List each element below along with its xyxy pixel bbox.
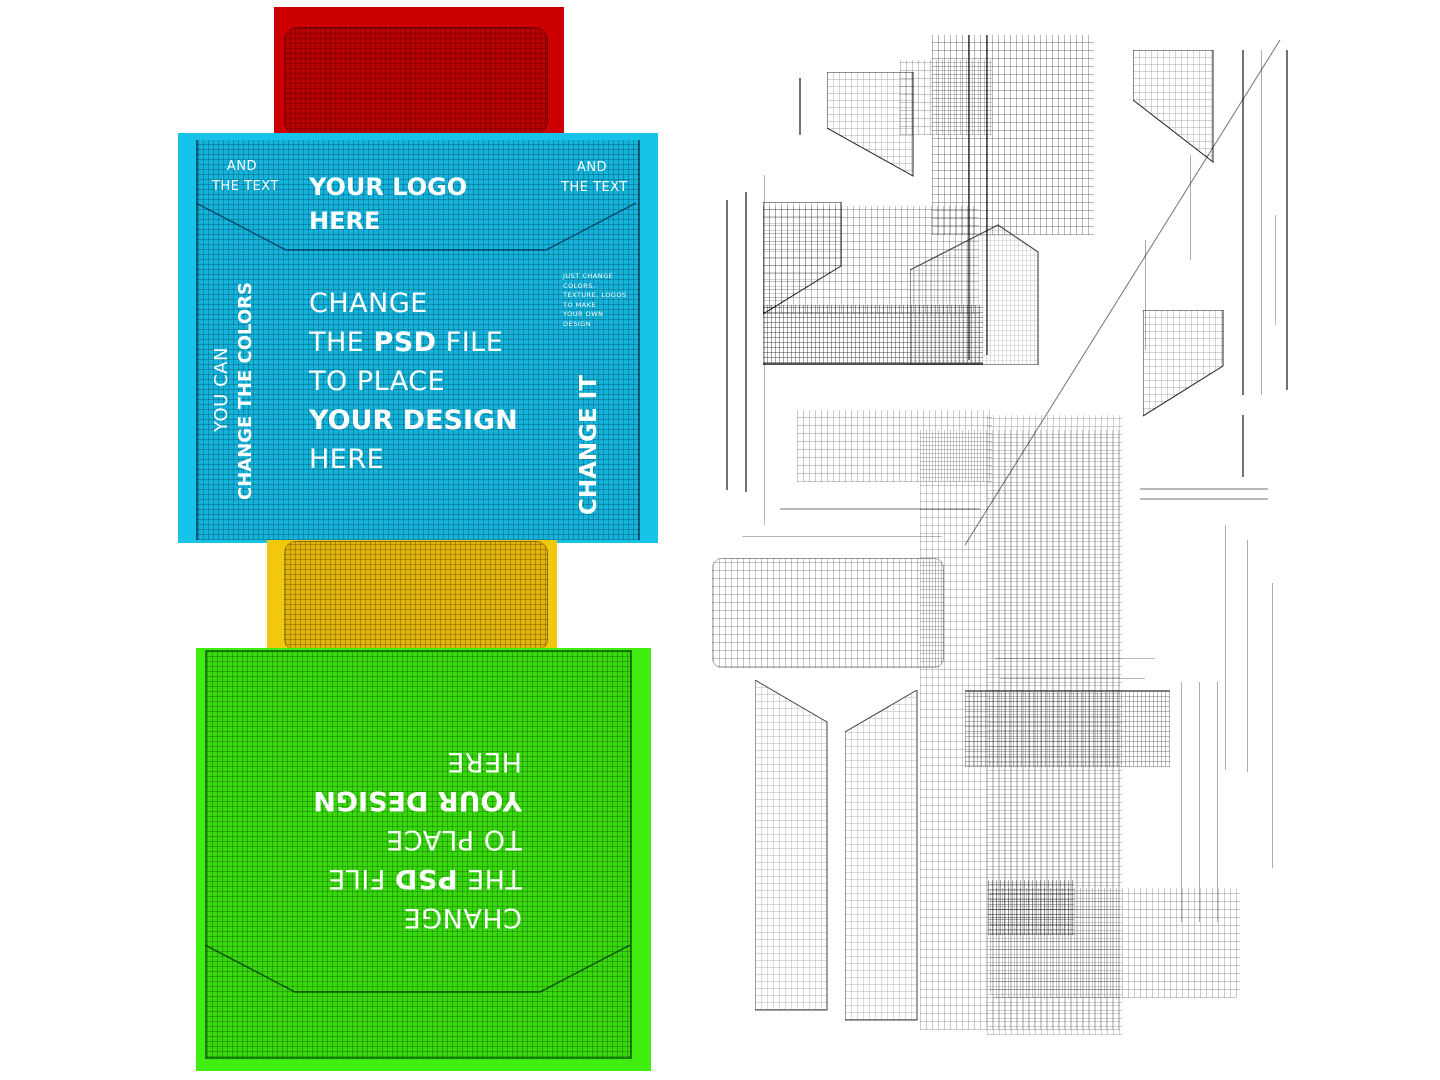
wire-rect-lower-mid bbox=[965, 690, 1170, 767]
wire-rect-center-tall bbox=[920, 430, 1120, 1030]
small-line2: COLORS, bbox=[563, 281, 596, 290]
wire-strip bbox=[1217, 682, 1218, 922]
design-line2-post: FILE bbox=[436, 327, 504, 358]
wire-strip bbox=[1272, 583, 1273, 868]
wire-strip-horizontal bbox=[1140, 498, 1268, 500]
green-line2-bold: PSD bbox=[394, 863, 458, 894]
left-vertical-line1: YOU CAN bbox=[211, 347, 232, 432]
small-instruction-text: JUST CHANGE COLORS, TEXTURE, LOGOS TO MA… bbox=[563, 272, 627, 329]
wire-strip bbox=[745, 192, 747, 492]
design-line2: THE PSD FILE bbox=[309, 323, 518, 362]
wire-rect-lower-dense bbox=[988, 880, 1074, 935]
logo-line1: YOUR LOGO bbox=[309, 173, 468, 201]
top-right-label: AND THE TEXT bbox=[561, 158, 628, 198]
small-line5: YOUR OWN bbox=[563, 310, 604, 318]
wire-trapezoid-3 bbox=[1143, 310, 1224, 417]
wire-strip-horizontal bbox=[780, 508, 980, 510]
left-vertical-text: YOU CAN CHANGE THE COLORS bbox=[210, 282, 258, 500]
wire-trapezoid-4 bbox=[763, 202, 842, 315]
wire-strip bbox=[1225, 525, 1226, 770]
wireframe-uv-layout bbox=[700, 30, 1400, 1060]
top-left-label-line2: THE TEXT bbox=[212, 179, 279, 194]
wire-strip bbox=[1247, 540, 1248, 772]
wire-strip bbox=[799, 78, 801, 135]
wire-trapezoid-2 bbox=[1133, 50, 1214, 164]
small-line4: TO MAKE bbox=[563, 300, 597, 309]
wire-strip bbox=[1145, 240, 1146, 350]
wire-strip bbox=[1199, 682, 1200, 922]
top-right-label-line1: AND bbox=[576, 160, 608, 175]
top-left-label: AND THE TEXT bbox=[212, 157, 279, 197]
wire-house-shape bbox=[910, 224, 1039, 365]
top-left-label-line1: AND bbox=[226, 159, 258, 174]
green-line1: CHANGE bbox=[403, 902, 522, 933]
design-line3: TO PLACE bbox=[309, 366, 446, 397]
design-line1: CHANGE bbox=[309, 288, 428, 319]
wire-strip bbox=[1261, 50, 1262, 395]
wire-strip-horizontal bbox=[1140, 488, 1268, 490]
green-flap-outline bbox=[205, 944, 630, 993]
green-line2-post: FILE bbox=[327, 863, 395, 894]
wire-rect-top-left bbox=[900, 60, 992, 135]
blue-flap-outline bbox=[196, 202, 636, 251]
yellow-panel-mesh bbox=[284, 541, 548, 651]
logo-line2: HERE bbox=[309, 207, 381, 235]
wire-strip bbox=[1286, 50, 1288, 390]
wire-strip-horizontal bbox=[742, 536, 942, 537]
wire-column-left bbox=[755, 680, 828, 1011]
wire-strip bbox=[1242, 50, 1244, 395]
right-vertical-text: CHANGE IT bbox=[576, 374, 602, 515]
wire-strip bbox=[764, 175, 765, 525]
wire-strip bbox=[1181, 682, 1182, 922]
wire-rect-center-column bbox=[987, 415, 1122, 1035]
wire-strip-horizontal bbox=[1000, 678, 1145, 679]
red-panel-mesh bbox=[284, 27, 548, 135]
top-right-label-line2: THE TEXT bbox=[561, 180, 628, 195]
green-line3: TO PLACE bbox=[385, 824, 522, 855]
green-panel-mesh bbox=[205, 650, 632, 1059]
wire-strip-horizontal bbox=[995, 658, 1155, 659]
design-line5: HERE bbox=[309, 444, 385, 475]
wire-column-right bbox=[845, 690, 918, 1021]
blue-panel-mesh bbox=[196, 140, 640, 540]
small-line3: TEXTURE, LOGOS bbox=[563, 291, 627, 299]
wire-rounded-rect bbox=[712, 558, 944, 668]
wire-rect-lower-right bbox=[990, 888, 1240, 998]
design-line4: YOUR DESIGN bbox=[309, 405, 518, 436]
green-line4: YOUR DESIGN bbox=[313, 785, 522, 816]
design-line2-bold: PSD bbox=[373, 327, 437, 358]
green-line2: THE PSD FILE bbox=[322, 859, 522, 898]
wire-vertical-bar-2 bbox=[986, 35, 988, 355]
wire-strip bbox=[1190, 155, 1191, 260]
small-line1: JUST CHANGE bbox=[563, 272, 614, 280]
design-line2-pre: THE bbox=[309, 327, 374, 358]
wire-strip bbox=[726, 200, 728, 490]
logo-placeholder: YOUR LOGO HERE bbox=[309, 170, 467, 238]
wire-strip bbox=[1242, 415, 1244, 477]
wire-diagonal-line bbox=[964, 39, 1281, 546]
upside-down-design-text: CHANGE THE PSD FILE TO PLACE YOUR DESIGN… bbox=[313, 742, 522, 937]
wire-strip bbox=[1275, 215, 1276, 325]
design-placeholder-text: CHANGE THE PSD FILE TO PLACE YOUR DESIGN… bbox=[309, 284, 518, 479]
wire-rect-top-center bbox=[932, 35, 1094, 235]
green-line2-pre: THE bbox=[457, 863, 522, 894]
small-line6: DESIGN bbox=[563, 319, 592, 328]
wire-trapezoid-1 bbox=[827, 72, 914, 177]
wire-vertical-bar-1 bbox=[968, 35, 970, 360]
green-line5: HERE bbox=[446, 746, 522, 777]
left-vertical-line2: CHANGE THE COLORS bbox=[235, 282, 256, 500]
wire-rect-lower-left bbox=[797, 410, 992, 482]
